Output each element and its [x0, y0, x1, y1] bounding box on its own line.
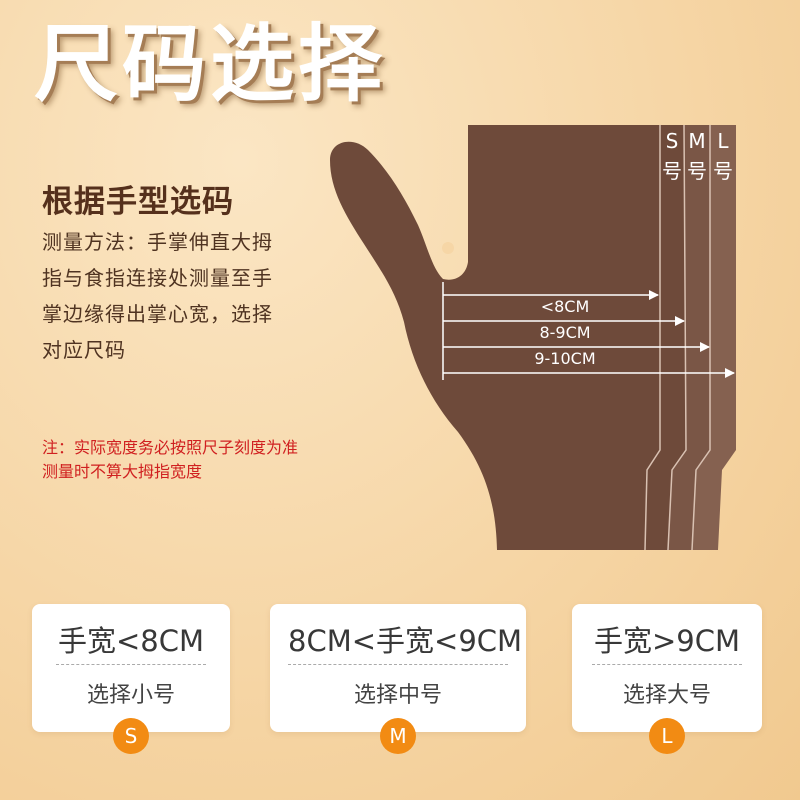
- hand-l-zone: [692, 125, 736, 550]
- description-line: 测量方法：手掌伸直大拇: [42, 230, 273, 254]
- measure-point-dot: [442, 242, 454, 254]
- hand-m-zone: [668, 125, 710, 550]
- size-label-s-suffix: 号: [662, 159, 682, 183]
- size-label-l: L: [717, 129, 729, 153]
- size-card-m: 8CM<手宽<9CM 选择中号 M: [270, 604, 526, 754]
- measurement-description: 测量方法：手掌伸直大拇 指与食指连接处测量至手 掌边缘得出掌心宽，选择 对应尺码: [42, 224, 322, 368]
- guide-subtitle: 根据手型选码: [42, 184, 234, 220]
- size-badge-m: M: [380, 718, 416, 754]
- size-badge-s: S: [113, 718, 149, 754]
- card-choice: 选择中号: [353, 683, 442, 708]
- hand-silhouette: [330, 125, 686, 550]
- measure-label-m: 8-9CM: [539, 323, 590, 342]
- size-label-s: S: [666, 129, 679, 153]
- measure-label-s: <8CM: [541, 297, 590, 316]
- note-line: 测量时不算大拇指宽度: [42, 462, 203, 481]
- size-label-m-suffix: 号: [687, 159, 707, 183]
- card-range: 手宽>9CM: [592, 618, 742, 665]
- l-size-boundary: [691, 125, 711, 551]
- description-line: 指与食指连接处测量至手: [42, 266, 273, 290]
- note-line: 注：实际宽度务必按照尺子刻度为准: [42, 438, 299, 457]
- card-choice: 选择小号: [86, 683, 175, 708]
- size-card-l: 手宽>9CM 选择大号 L: [572, 604, 762, 754]
- m-size-boundary: [667, 124, 687, 551]
- description-line: 对应尺码: [42, 338, 126, 362]
- size-card-s: 手宽<8CM 选择小号 S: [32, 604, 230, 754]
- page-title: 尺码选择: [34, 15, 387, 113]
- card-range: 8CM<手宽<9CM: [288, 618, 522, 665]
- size-badge-l: L: [649, 718, 685, 754]
- card-range: 手宽<8CM: [56, 618, 206, 665]
- size-label-l-suffix: 号: [713, 159, 733, 183]
- size-label-m: M: [688, 129, 705, 153]
- card-choice: 选择大号: [622, 683, 711, 708]
- measurement-note: 注：实际宽度务必按照尺子刻度为准 测量时不算大拇指宽度: [42, 436, 298, 484]
- description-line: 掌边缘得出掌心宽，选择: [42, 302, 273, 326]
- s-size-boundary: [644, 125, 661, 551]
- measure-label-l: 9-10CM: [534, 349, 595, 368]
